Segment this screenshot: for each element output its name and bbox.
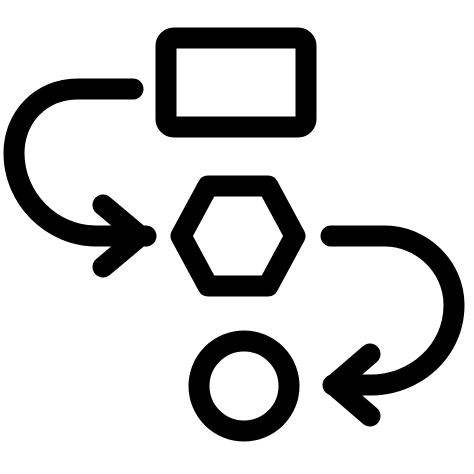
end-circle-shape [188, 330, 300, 442]
left-curved-connector [3, 78, 157, 247]
right-curved-connector [320, 225, 465, 396]
right-arrowhead-icon [323, 343, 381, 427]
decision-hexagon-shape [170, 175, 306, 297]
process-rectangle-shape [155, 27, 317, 138]
left-arrowhead-icon [92, 194, 151, 278]
